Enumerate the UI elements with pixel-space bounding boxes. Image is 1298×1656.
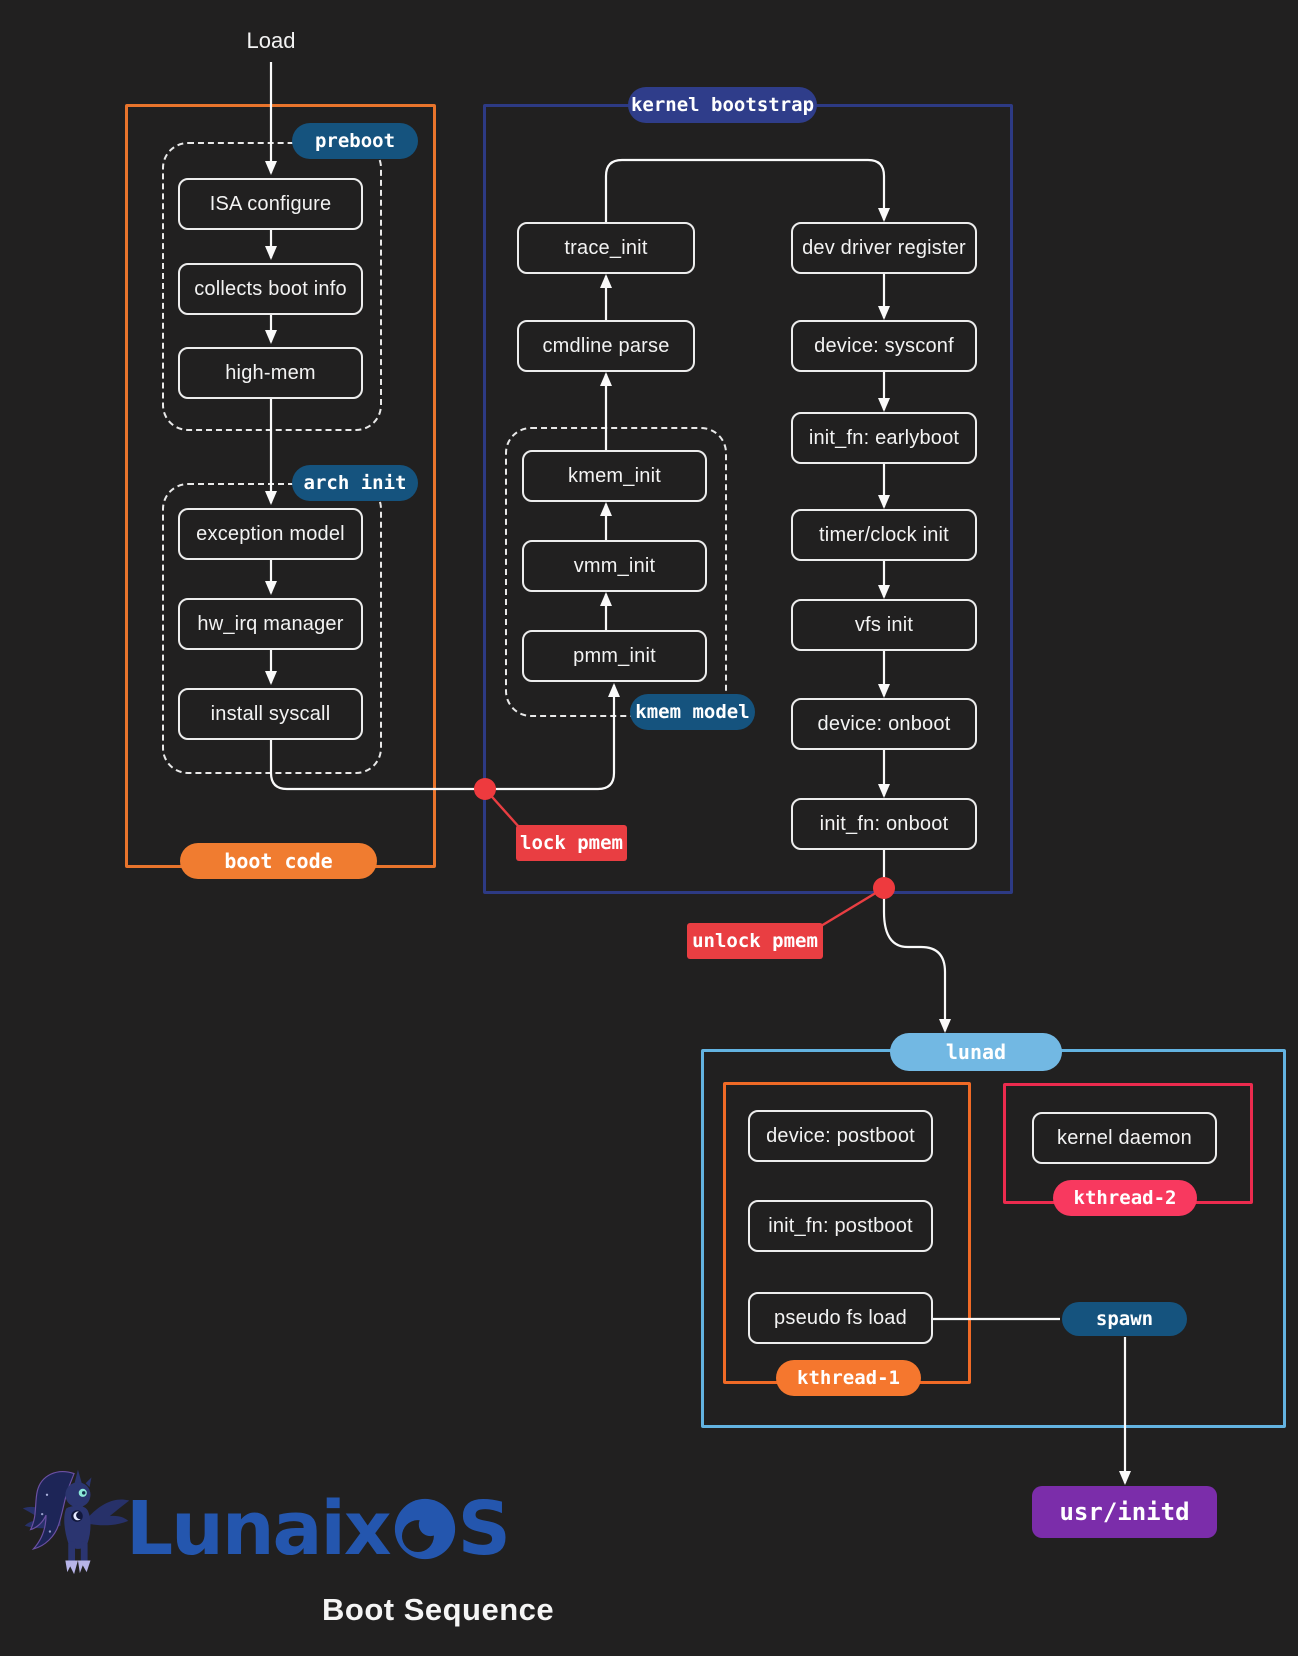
node-collects-boot-info: collects boot info	[178, 263, 363, 315]
node-high-mem: high-mem	[178, 347, 363, 399]
lock-pmem-dot	[474, 778, 496, 800]
node-isa-configure: ISA configure	[178, 178, 363, 230]
edge-unlock-pmem-callout	[820, 886, 885, 928]
node-kmem-init: kmem_init	[522, 450, 707, 502]
node-pmm-init: pmm_init	[522, 630, 707, 682]
luna-mascot	[22, 1469, 130, 1575]
node-cmdline-parse: cmdline parse	[517, 320, 695, 372]
node-dev-driver-register: dev driver register	[791, 222, 977, 274]
node-timer-clock-init: timer/clock init	[791, 509, 977, 561]
badge-kmem-model: kmem model	[630, 694, 755, 730]
node-exception-model: exception model	[178, 508, 363, 560]
badge-boot-code: boot code	[180, 843, 377, 879]
node-initfn-postboot: init_fn: postboot	[748, 1200, 933, 1252]
diagram-caption: Boot Sequence	[322, 1592, 555, 1627]
label-lock-pmem: lock pmem	[516, 825, 627, 861]
node-hw-irq-manager: hw_irq manager	[178, 598, 363, 650]
badge-lunad: lunad	[890, 1033, 1062, 1071]
edge-syscall-pmm	[269, 683, 620, 791]
node-device-postboot: device: postboot	[748, 1110, 933, 1162]
edge-initfn-lunad	[882, 850, 951, 1033]
node-usr-initd: usr/initd	[1032, 1486, 1217, 1538]
node-install-syscall: install syscall	[178, 688, 363, 740]
node-vfs-init: vfs init	[791, 599, 977, 651]
badge-spawn: spawn	[1062, 1302, 1187, 1336]
node-device-onboot: device: onboot	[791, 698, 977, 750]
badge-kernel-bootstrap: kernel bootstrap	[628, 87, 817, 123]
node-device-sysconf: device: sysconf	[791, 320, 977, 372]
node-initfn-earlyboot: init_fn: earlyboot	[791, 412, 977, 464]
node-trace-init: trace_init	[517, 222, 695, 274]
node-pseudo-fs-load: pseudo fs load	[748, 1292, 933, 1344]
badge-kthread-1: kthread-1	[776, 1360, 921, 1396]
edge-trace-devreg	[604, 158, 890, 222]
node-kernel-daemon: kernel daemon	[1032, 1112, 1217, 1164]
badge-preboot: preboot	[292, 123, 418, 159]
label-unlock-pmem: unlock pmem	[687, 923, 823, 959]
logo-text-suffix: S	[457, 1486, 511, 1572]
unlock-pmem-dot	[873, 877, 895, 899]
logo-lunaixos: Lunaix S	[126, 1486, 511, 1572]
group-kmem-model	[505, 427, 727, 717]
load-label: Load	[246, 28, 296, 53]
badge-kthread-2: kthread-2	[1053, 1180, 1197, 1216]
badge-arch-init: arch init	[292, 465, 418, 501]
node-initfn-onboot: init_fn: onboot	[791, 798, 977, 850]
logo-text-prefix: Lunaix	[126, 1486, 392, 1572]
moon-o-icon	[394, 1498, 455, 1560]
node-vmm-init: vmm_init	[522, 540, 707, 592]
